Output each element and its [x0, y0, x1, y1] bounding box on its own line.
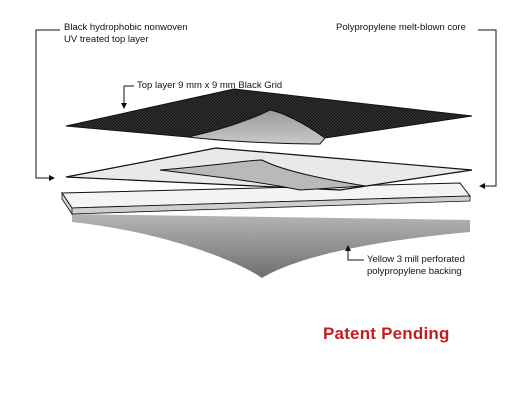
core-description: Polypropylene melt-blown core [336, 22, 466, 34]
backing-description-line1: Yellow 3 mill perforated [367, 254, 465, 265]
top-layer-description-line2: UV treated top layer [64, 34, 149, 45]
backing-shadow [72, 214, 470, 278]
leader-bottom [345, 245, 364, 261]
black-layer-peel [187, 109, 326, 145]
grid-description: Top layer 9 mm x 9 mm Black Grid [137, 80, 282, 92]
patent-pending-label: Patent Pending [323, 324, 450, 343]
core-peel [159, 159, 366, 191]
core-description-line: Polypropylene melt-blown core [336, 22, 466, 33]
leader-top-right [478, 29, 497, 189]
leader-top-left [35, 29, 60, 181]
top-layer-description: Black hydrophobic nonwoven UV treated to… [64, 22, 188, 46]
backing-description: Yellow 3 mill perforated polypropylene b… [367, 254, 465, 278]
backing-description-line2: polypropylene backing [367, 266, 462, 277]
top-layer-description-line1: Black hydrophobic nonwoven [64, 22, 188, 33]
backing-layer-edge [61, 191, 471, 216]
grid-description-line: Top layer 9 mm x 9 mm Black Grid [137, 80, 283, 91]
